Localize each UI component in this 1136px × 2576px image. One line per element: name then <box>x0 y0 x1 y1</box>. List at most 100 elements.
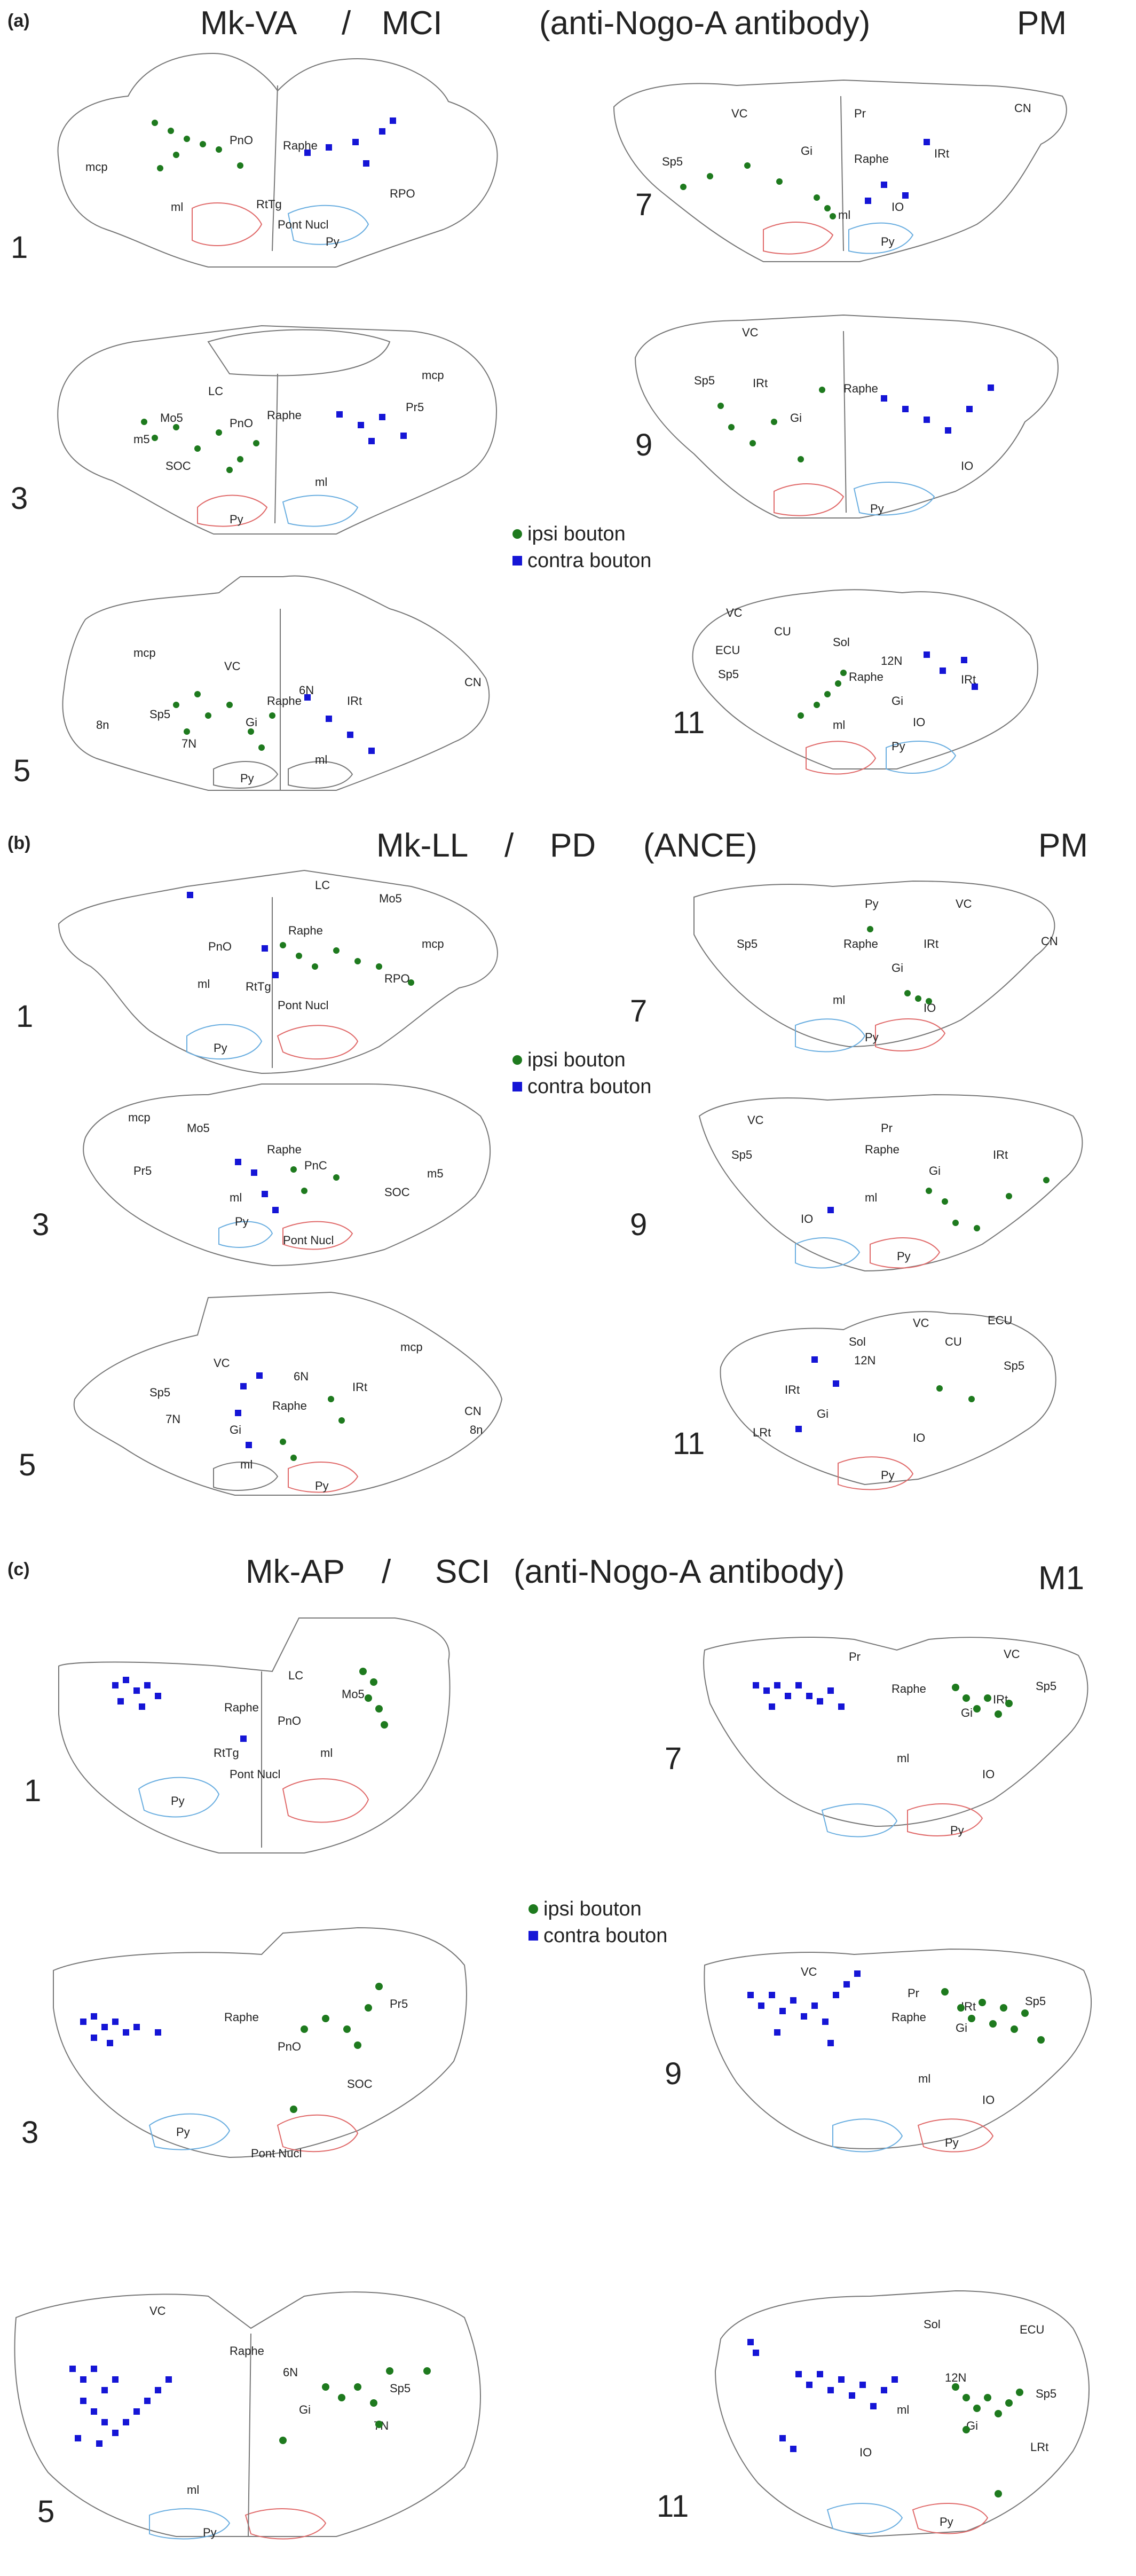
section-number: 5 <box>37 2494 55 2529</box>
region-label: Py <box>870 502 884 515</box>
title-slash: / <box>504 827 514 864</box>
lesion-type: PD <box>550 827 596 864</box>
section-number: 11 <box>673 1426 705 1461</box>
region-label: Py <box>230 513 243 526</box>
region-label: ml <box>187 2483 200 2496</box>
region-label: Gi <box>929 1164 941 1177</box>
region-label: ml <box>833 718 846 732</box>
region-label: RtTg <box>214 1746 239 1760</box>
region-label: PnO <box>278 2040 302 2053</box>
legend-ipsi: ipsi bouton <box>512 1047 651 1073</box>
region-label: VC <box>747 1113 764 1127</box>
panel-letter: (c) <box>7 1559 30 1580</box>
cortical-area: PM <box>1038 827 1088 864</box>
ipsi-dot-icon <box>512 529 522 539</box>
region-label: IO <box>982 2093 995 2107</box>
region-label: 12N <box>881 654 903 667</box>
region-label: ECU <box>715 643 740 657</box>
region-label: Pont Nucl <box>251 2147 302 2160</box>
legend-ipsi-label: ipsi bouton <box>527 1049 626 1071</box>
region-label: ml <box>198 977 210 991</box>
bouton-markers <box>717 384 994 462</box>
region-label: PnO <box>208 940 232 953</box>
region-label: ml <box>897 2403 910 2416</box>
animal-id: Mk-LL <box>376 827 469 864</box>
region-label: Gi <box>790 411 802 425</box>
region-label: Raphe <box>865 1143 900 1156</box>
region-label: ml <box>838 208 851 222</box>
legend-contra-label: contra bouton <box>527 549 652 572</box>
region-label: ml <box>315 753 328 766</box>
region-label: mcp <box>400 1340 423 1354</box>
region-label: Gi <box>892 694 903 708</box>
region-label: Gi <box>246 716 257 729</box>
section-number: 9 <box>635 428 653 462</box>
region-label: 7N <box>165 1412 181 1426</box>
region-label: Py <box>940 2515 953 2528</box>
region-label: Raphe <box>843 382 878 395</box>
region-label: m5 <box>427 1167 444 1180</box>
region-label: VC <box>224 659 241 673</box>
brainstem-outline <box>613 79 1067 262</box>
bouton-markers <box>747 2339 1023 2498</box>
section-3: mcp Mo5 Pr5 Raphe PnC SOC m5 ml Py Pont … <box>32 1073 507 1282</box>
legend-ipsi: ipsi bouton <box>512 521 651 547</box>
region-label: Sp5 <box>149 1386 171 1399</box>
region-label: Py <box>892 740 905 753</box>
region-label: LC <box>288 1669 304 1682</box>
region-label: 6N <box>294 1370 309 1383</box>
region-label: Sp5 <box>149 708 171 721</box>
region-label: ECU <box>1020 2323 1045 2336</box>
section-number: 5 <box>13 753 31 788</box>
region-label: Sp5 <box>694 374 715 387</box>
region-label: Mo5 <box>379 892 402 905</box>
treatment: (anti-Nogo-A antibody) <box>514 1553 845 1590</box>
region-label: Py <box>865 897 879 910</box>
panel-a: (a) Mk-VA / MCI (anti-Nogo-A antibody) P… <box>0 0 1136 822</box>
brainstem-outline <box>634 314 1059 519</box>
region-label: IO <box>961 459 974 473</box>
region-label: Py <box>326 235 340 248</box>
region-label: Pr5 <box>406 400 424 414</box>
legend-contra-label: contra bouton <box>543 1925 668 1947</box>
region-label: LRt <box>1030 2440 1049 2454</box>
region-label: Mo5 <box>187 1121 210 1135</box>
legend-contra: contra bouton <box>512 1073 651 1100</box>
region-label: 7N <box>182 737 197 750</box>
region-label: Gi <box>299 2403 311 2416</box>
brainstem-outline <box>62 575 490 791</box>
region-label: Raphe <box>267 694 302 708</box>
region-label: Sp5 <box>737 937 758 951</box>
panel-letter: (b) <box>7 833 31 853</box>
region-label: RtTg <box>246 980 271 993</box>
region-label: ml <box>897 1752 910 1765</box>
bouton-markers <box>827 1177 1050 1231</box>
brainstem-outline <box>14 2291 481 2540</box>
region-label: LRt <box>753 1426 771 1439</box>
region-label: Py <box>945 2136 959 2149</box>
region-label: VC <box>214 1356 230 1370</box>
legend: ipsi bouton contra bouton <box>512 1047 651 1100</box>
contra-square-icon <box>512 556 522 566</box>
region-label: ml <box>240 1458 253 1471</box>
region-label: Pr <box>881 1121 893 1135</box>
region-label: Sol <box>924 2318 941 2331</box>
region-label: Sp5 <box>1004 1359 1025 1372</box>
region-label: ml <box>865 1191 878 1204</box>
region-label: IO <box>913 716 926 729</box>
brainstem-outline <box>57 325 498 535</box>
brainstem-outline <box>58 869 498 1074</box>
region-label: IRt <box>934 147 950 160</box>
region-label: Pont Nucl <box>278 999 329 1012</box>
region-label: Mo5 <box>342 1687 365 1701</box>
section-1: LC Raphe Mo5 PnO RtTg ml Pont Nucl Py 1 <box>24 1607 507 1864</box>
legend-ipsi-label: ipsi bouton <box>543 1898 642 1920</box>
region-label: SOC <box>384 1185 410 1199</box>
region-label: Pr5 <box>133 1164 152 1177</box>
section-3: LC mcp Mo5 m5 PnO Raphe Pr5 SOC ml Py 3 <box>11 310 507 555</box>
region-label: IO <box>801 1212 814 1226</box>
region-label: IO <box>924 1001 936 1015</box>
region-label: RPO <box>384 972 410 985</box>
bouton-markers <box>112 1668 388 1742</box>
region-label: Pr <box>849 1650 861 1663</box>
